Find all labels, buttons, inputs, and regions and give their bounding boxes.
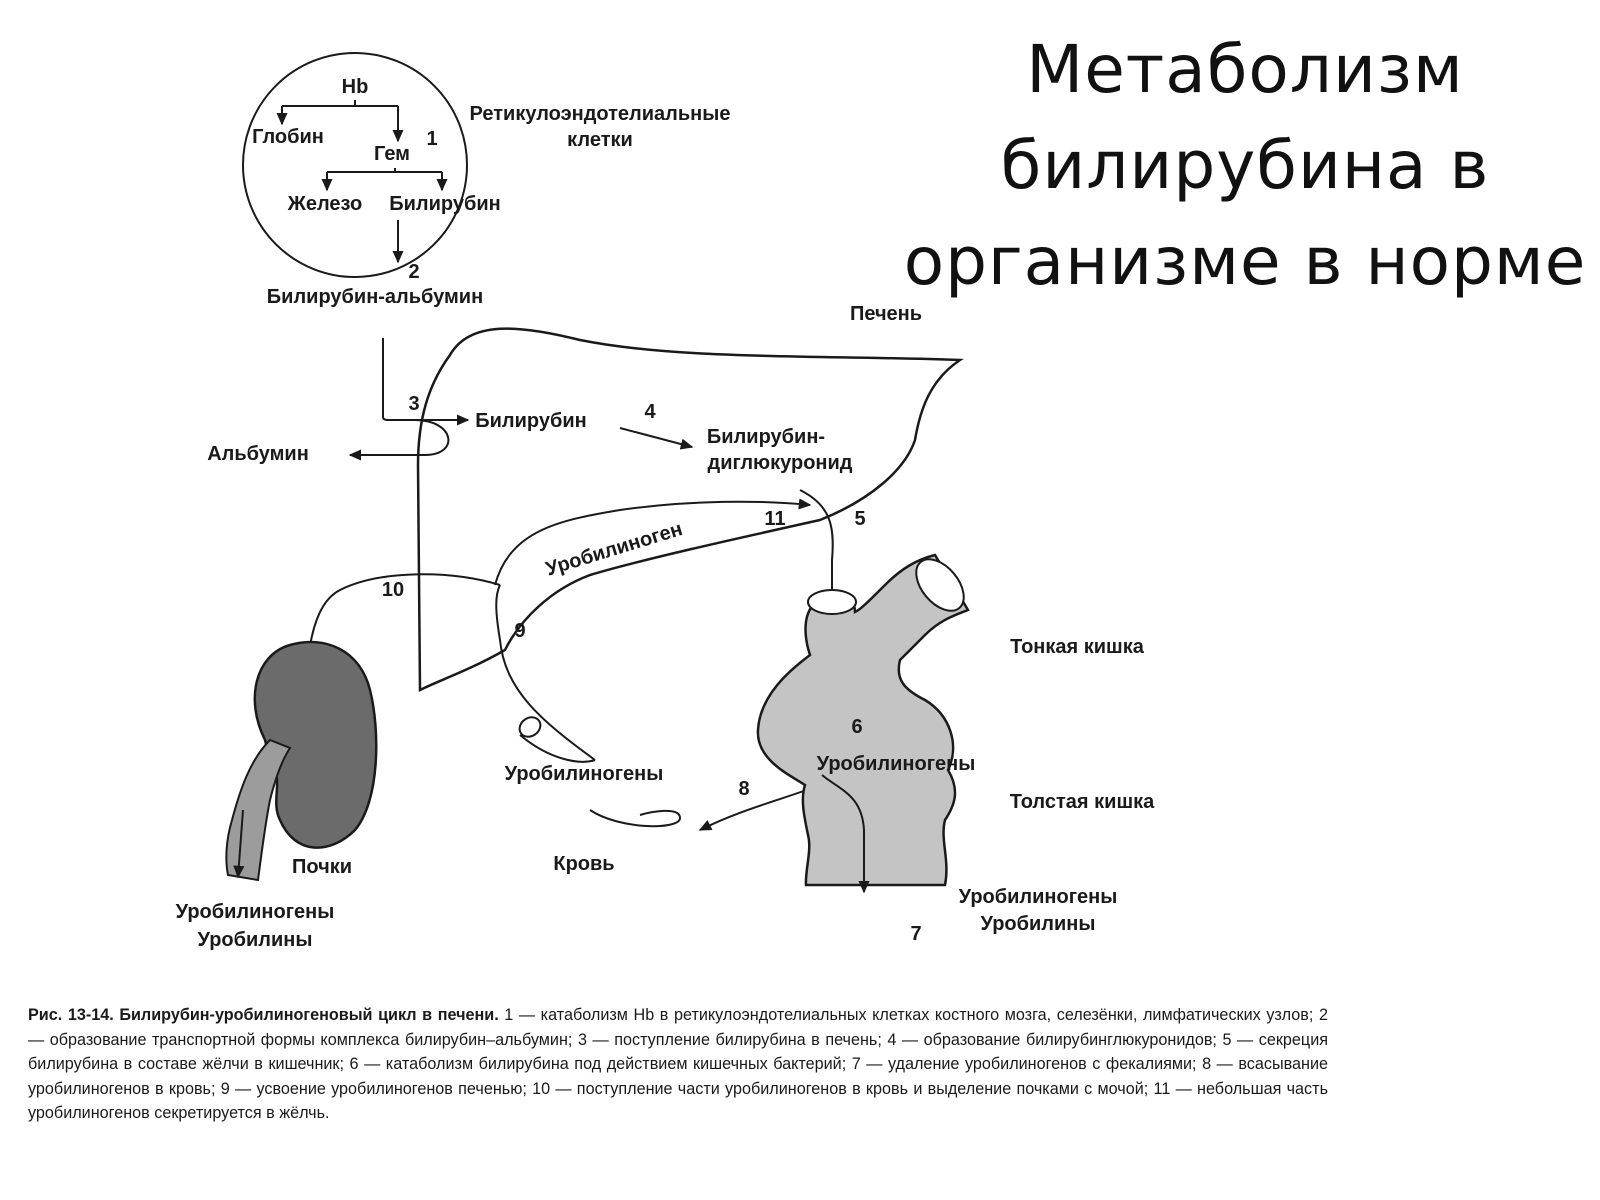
small-intestine-opening	[915, 558, 965, 612]
kidney-shape	[253, 640, 378, 849]
slide-title: Метаболизм билирубина в организме в норм…	[903, 31, 1587, 300]
step-number-1: 1	[426, 128, 437, 150]
label-bdg-line2: диглюкуронид	[708, 452, 853, 474]
label-urobilins-urine: Уробилины	[198, 929, 313, 951]
label-reticulo-line1: Ретикулоэндотелиальные	[470, 103, 731, 125]
label-bilirubin-albumin: Билирубин-альбумин	[267, 286, 483, 308]
label-urobilinogens-gut: Уробилиногены	[817, 753, 976, 775]
blood-loop	[589, 809, 682, 828]
vessel-end-cap	[518, 716, 542, 738]
label-large-intestine: Толстая кишка	[1010, 791, 1155, 813]
step-number-4: 4	[644, 401, 656, 423]
caption-title: Рис. 13-14. Билирубин-уробилиногеновый ц…	[28, 1006, 499, 1024]
gem-branch-lines	[327, 168, 442, 190]
label-blood: Кровь	[553, 853, 614, 875]
bilirubin-cycle-diagram: Hb Глобин Гем Железо Билирубин Ретикулоэ…	[176, 52, 1155, 951]
vessel-line-lower	[519, 734, 596, 763]
arrow-5	[799, 489, 838, 652]
label-bdg-line1: Билирубин-	[707, 426, 825, 448]
liver-outline	[416, 327, 964, 693]
label-urobilinogens-blood: Уробилиногены	[505, 763, 664, 785]
label-urobilinogens-feces: Уробилиногены	[959, 886, 1118, 908]
step-number-11: 11	[764, 508, 785, 530]
arrow-7	[821, 774, 870, 894]
caption-body: 1 — катаболизм Hb в ретикулоэндотелиальн…	[28, 1006, 1328, 1122]
step-number-8: 8	[738, 778, 749, 800]
label-urobilinogens-urine: Уробилиногены	[176, 901, 335, 923]
step-number-7: 7	[910, 923, 921, 945]
label-gem: Гем	[374, 143, 410, 165]
reticuloendothelial-cell-circle	[242, 52, 468, 278]
figure-caption: Рис. 13-14. Билирубин-уробилиногеновый ц…	[28, 1003, 1328, 1126]
step-number-3: 3	[408, 393, 419, 415]
step-number-9: 9	[514, 620, 525, 642]
label-liver: Печень	[850, 303, 922, 325]
label-urobilinogen-liver: Уробилиноген	[543, 518, 685, 580]
step-number-6: 6	[851, 716, 862, 738]
urine-out-arrow	[233, 809, 245, 879]
label-bilirubin-liver: Билирубин	[475, 410, 586, 432]
label-globin: Глобин	[252, 126, 324, 148]
step-number-2: 2	[408, 261, 419, 283]
hb-branch-lines	[281, 100, 398, 141]
label-bilirubin-top: Билирубин	[389, 193, 500, 215]
arrow-8	[698, 787, 813, 831]
label-reticulo-line2: клетки	[567, 129, 633, 151]
arrow-11	[494, 498, 812, 586]
step-number-5: 5	[854, 508, 865, 530]
label-urobilins-feces: Уробилины	[981, 913, 1096, 935]
label-hb: Hb	[342, 76, 369, 98]
intestine-shape	[756, 553, 970, 887]
label-kidneys: Почки	[292, 856, 352, 878]
label-iron: Железо	[287, 193, 362, 215]
label-albumin: Альбумин	[207, 443, 309, 465]
arrow-3	[382, 338, 470, 426]
duodenum-opening	[807, 589, 857, 615]
label-small-intestine: Тонкая кишка	[1010, 636, 1145, 658]
step-number-10: 10	[382, 579, 404, 601]
vessel-line-9	[495, 584, 596, 761]
albumin-out-arrow	[348, 419, 450, 461]
arrow-4	[619, 427, 694, 450]
